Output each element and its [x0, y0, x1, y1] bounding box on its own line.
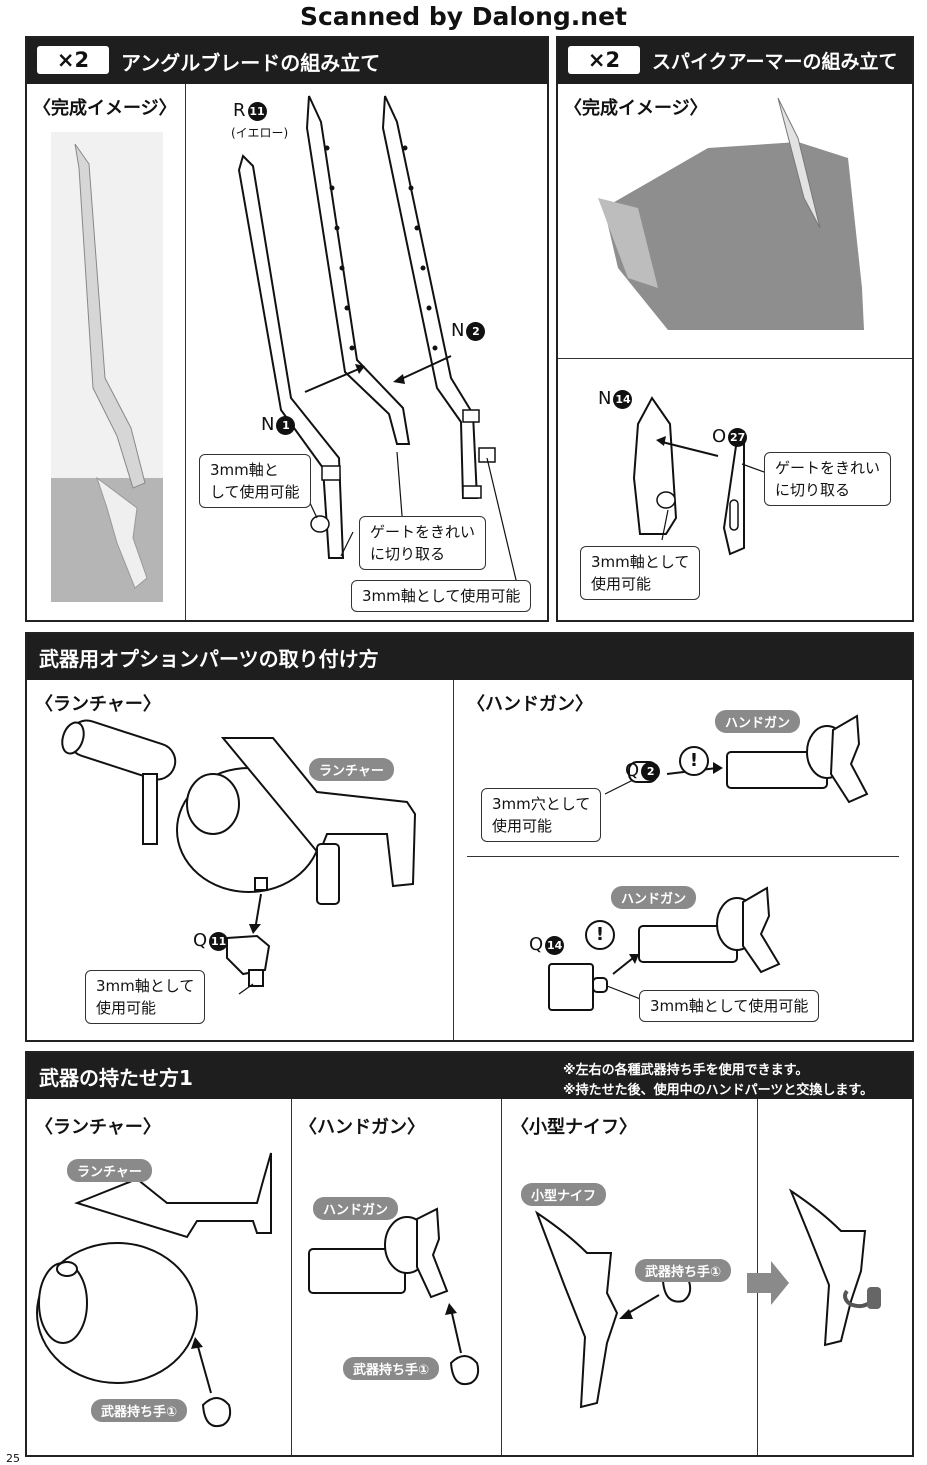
callout-3mm-hole: 3mm穴として使用可能 [481, 788, 602, 842]
callout-3mm-axis-2: 3mm軸として使用可能 [351, 580, 532, 612]
multiplier-badge: ×2 [37, 46, 109, 74]
section-title: 武器の持たせ方1 [39, 1066, 193, 1090]
section-title: 武器用オプションパーツの取り付け方 [39, 647, 379, 671]
launcher-label: 〈ランチャー〉 [35, 694, 161, 715]
complete-image-label: 〈完成イメージ〉 [33, 98, 177, 119]
knife-label: 〈小型ナイフ〉 [511, 1117, 637, 1138]
weapon-hold-panel: 武器の持たせ方1 ※左右の各種武器持ち手を使用できます。 ※持たせた後、使用中の… [25, 1051, 914, 1457]
launcher-label: 〈ランチャー〉 [35, 1117, 161, 1138]
divider [558, 358, 912, 359]
weapon-option-header: 武器用オプションパーツの取り付け方 [27, 634, 912, 680]
weapon-hold-header: 武器の持たせ方1 ※左右の各種武器持ち手を使用できます。 ※持たせた後、使用中の… [27, 1053, 912, 1099]
callout-3mm-axis-2: 3mm軸として使用可能 [639, 990, 820, 1022]
angle-blade-header: ×2 アングルブレードの組み立て [27, 38, 547, 84]
weapon-hand-tag: 武器持ち手① [343, 1357, 440, 1380]
multiplier-badge: ×2 [568, 46, 640, 74]
watermark: Scanned by Dalong.net [299, 2, 627, 31]
handgun-tag: ハンドガン [313, 1197, 399, 1220]
blade-illustration [51, 95, 518, 602]
page-number: 25 [6, 1452, 20, 1465]
note-2: ※持たせた後、使用中のハンドパーツと交換します。 [563, 1083, 874, 1098]
divider [501, 1099, 502, 1455]
hold-illustration [36, 1152, 881, 1427]
complete-image-label: 〈完成イメージ〉 [564, 98, 708, 119]
section-title: スパイクアーマーの組み立て [652, 51, 898, 73]
caution-icon: ! [585, 920, 615, 950]
divider [291, 1099, 292, 1455]
weapon-hand-tag: 武器持ち手① [91, 1399, 188, 1422]
callout-3mm-axis: 3mm軸として使用可能 [199, 454, 311, 508]
callout-3mm-axis: 3mm軸として使用可能 [85, 970, 206, 1024]
weapon-hand-tag: 武器持ち手① [635, 1259, 732, 1282]
angle-blade-panel: ×2 アングルブレードの組み立て 〈完成イメージ〉 [25, 36, 549, 622]
note-1: ※左右の各種武器持ち手を使用できます。 [563, 1063, 809, 1078]
handgun-label: 〈ハンドガン〉 [299, 1117, 425, 1138]
weapon-option-panel: 武器用オプションパーツの取り付け方 〈ランチャー〉 〈ハンドガン〉 [25, 632, 914, 1042]
knife-tag: 小型ナイフ [521, 1183, 607, 1206]
launcher-tag: ランチャー [67, 1159, 152, 1182]
option-parts-illustration [61, 714, 869, 1011]
launcher-tag: ランチャー [309, 758, 394, 781]
divider [453, 680, 454, 1040]
divider [185, 84, 186, 620]
section-title: アングルブレードの組み立て [121, 51, 381, 75]
handgun-tag: ハンドガン [715, 710, 801, 733]
handgun-tag-2: ハンドガン [611, 886, 697, 909]
part-color-note: (イエロー) [231, 126, 289, 140]
spike-armor-header: ×2 スパイクアーマーの組み立て [558, 38, 912, 84]
callout-cut-gate: ゲートをきれいに切り取る [359, 516, 487, 570]
caution-icon: ! [679, 746, 709, 776]
callout-3mm-axis: 3mm軸として使用可能 [580, 546, 701, 600]
divider [467, 856, 899, 857]
callout-cut-gate: ゲートをきれいに切り取る [764, 452, 892, 506]
spike-armor-illustration [598, 97, 864, 556]
handgun-label: 〈ハンドガン〉 [467, 694, 593, 715]
